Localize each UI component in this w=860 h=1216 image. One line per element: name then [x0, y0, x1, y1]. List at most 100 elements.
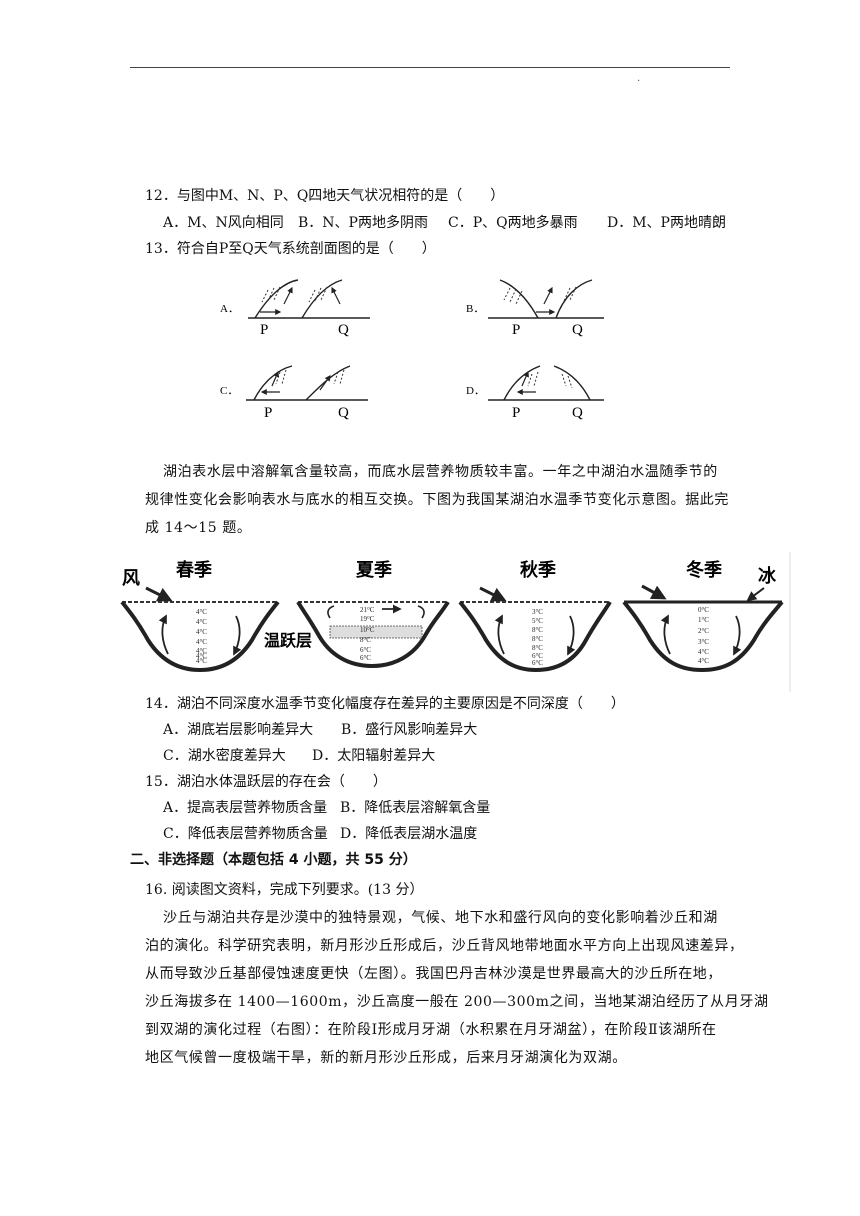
q15-option-a: A．提高表层营养物质含量 [163, 800, 328, 816]
temp-label: 0°C [698, 606, 709, 614]
temp-label: 3°C [698, 638, 709, 646]
temp-label: 4°C [196, 657, 207, 665]
temp-label: 4°C [196, 628, 207, 636]
front-surface [301, 279, 343, 319]
temp-label: 8°C [532, 644, 543, 652]
q16-line-6: 地区气候曾一度极端干旱，新的新月形沙丘形成，后来月牙湖演化为双湖。 [145, 1050, 627, 1066]
season-autumn: 秋季 [520, 559, 556, 580]
q14-option-c: C．湖水密度差异大 [163, 748, 286, 764]
front-surface [555, 279, 593, 319]
q16-line-3: 从而导致沙丘基部侵蚀速度更快（左图）。我国巴丹吉林沙漠是世界最高大的沙丘所在地， [145, 966, 722, 982]
front-surface [499, 279, 539, 319]
wind-arrow [331, 286, 341, 305]
q13-figure-c: C． P Q [220, 365, 368, 421]
lake-intro-line-1: 湖泊表水层中溶解氧含量较高，而底水层营养物质较丰富。一年之中湖泊水温随季节的 [163, 464, 718, 480]
q14-option-a: A．湖底岩层影响差异大 [163, 722, 314, 738]
circulation-arrow [660, 614, 671, 655]
q13-a-p: P [260, 322, 268, 338]
q13-b-label: B． [466, 303, 484, 315]
header-dot: · [637, 76, 641, 87]
q13-b-q: Q [572, 322, 583, 338]
temp-label: 8°C [532, 635, 543, 643]
thermocline-label: 温跃层 [263, 632, 312, 650]
q13-figure-d: D． P Q [466, 365, 604, 421]
circulation-arrow [567, 615, 576, 656]
ice-pointer-arrow [746, 587, 765, 602]
q15-option-c: C．降低表层营养物质含量 [163, 826, 328, 842]
temp-label: 6°C [532, 652, 543, 660]
lake-basin [622, 600, 784, 673]
q14-option-d: D．太阳辐射差异大 [312, 748, 436, 764]
rain-hatch [261, 286, 328, 303]
q13-a-label: A． [220, 303, 239, 315]
q16-line-2: 泊的演化。科学研究表明，新月形沙丘形成后，沙丘背风地带地面水平方向上出现风速差异… [145, 938, 744, 954]
circulation-arrow [233, 615, 242, 656]
temp-label: 4°C [698, 648, 709, 656]
q13-figure-b: B． P Q [466, 279, 604, 338]
q15-option-d: D．降低表层湖水温度 [340, 826, 478, 842]
q12-option-a: A．M、N风向相同 [163, 215, 284, 231]
wind-arrow [271, 370, 279, 387]
front-surface [254, 279, 299, 319]
lake-intro-line-3: 成 14～15 题。 [145, 520, 252, 536]
q12-option-c: C．P、Q两地多暴雨 [448, 215, 578, 231]
q13-a-q: Q [338, 322, 349, 338]
temp-label: 4°C [196, 638, 207, 646]
lake-intro-line-2: 规律性变化会影响表水与底水的相互交换。下图为我国某湖泊水温季节变化示意图。据此完 [145, 492, 729, 508]
wind-arrow [521, 370, 529, 387]
section-2-title: 二、非选择题（本题包括 4 小题，共 55 分） [130, 852, 417, 868]
q13-c-p: P [264, 405, 272, 421]
q13-c-label: C． [220, 385, 238, 397]
rain-hatch [527, 371, 573, 389]
temp-label: 19°C [360, 615, 375, 623]
season-summer: 夏季 [356, 560, 392, 580]
q14-stem: 14．湖泊不同深度水温季节变化幅度存在差异的主要原因是不同深度（ ） [145, 696, 625, 712]
front-surface [253, 365, 293, 401]
q15-option-b: B．降低表层溶解氧含量 [340, 800, 491, 816]
q12-option-d: D．M、P两地晴朗 [607, 215, 726, 231]
lake-basin [296, 600, 450, 669]
temp-label: 1°C [698, 616, 709, 624]
q13-d-q: Q [572, 405, 583, 421]
temp-label: 10°C [360, 626, 375, 634]
temp-label: 4°C [196, 652, 207, 660]
lake-basin [458, 600, 612, 673]
q13-d-p: P [512, 405, 520, 421]
circulation-arrow [494, 614, 505, 655]
q13-figure-a: A． P Q [220, 279, 370, 338]
wind-arrow [543, 286, 553, 305]
q13-d-label: D． [466, 385, 485, 397]
q13-b-p: P [512, 322, 520, 338]
q16-line-5: 到双湖的演化过程（右图）：在阶段Ⅰ形成月牙湖（水积累在月牙湖盆），在阶段Ⅱ该湖所… [145, 1022, 717, 1038]
circulation-arrow [158, 614, 169, 655]
wind-arrow [283, 286, 293, 305]
q13-stem: 13．符合自P至Q天气系统剖面图的是（ ） [145, 241, 436, 257]
q16-line-4: 沙丘海拔多在 1400—1600m，沙丘高度一般在 200—300m之间，当地某… [145, 994, 769, 1010]
q14-option-b: B．盛行风影响差异大 [341, 722, 478, 738]
temp-label: 8°C [360, 636, 371, 644]
front-surface [553, 365, 591, 401]
temp-label: 6°C [532, 659, 543, 667]
wind-arrow [145, 586, 173, 602]
wind-arrow [641, 584, 667, 600]
wind-arrow [479, 586, 507, 602]
circulation-arrow [327, 605, 335, 619]
temp-label: 4°C [196, 618, 207, 626]
temp-label: 6°C [360, 646, 371, 654]
header-rule [130, 67, 730, 68]
q15-stem: 15．湖泊水体温跃层的存在会（ ） [145, 774, 387, 790]
temp-label: 4°C [196, 608, 207, 616]
temp-label: 8°C [532, 626, 543, 634]
q12-stem: 12．与图中M、N、P、Q四地天气状况相符的是（ ） [145, 188, 505, 204]
q12-option-b: B．N、P两地多阴雨 [298, 215, 428, 231]
q13-c-q: Q [338, 405, 349, 421]
q16-line-1: 沙丘与湖泊共存是沙漠中的独特景观，气候、地下水和盛行风向的变化影响着沙丘和湖 [163, 910, 718, 926]
season-spring: 春季 [176, 559, 212, 580]
season-winter: 冬季 [686, 559, 722, 580]
temp-label: 2°C [698, 627, 709, 635]
thermocline-band [329, 625, 423, 639]
temp-label: 21°C [360, 606, 375, 614]
circulation-arrow [733, 615, 742, 656]
circulation-arrow [417, 605, 425, 619]
temp-label: 4°C [698, 657, 709, 665]
